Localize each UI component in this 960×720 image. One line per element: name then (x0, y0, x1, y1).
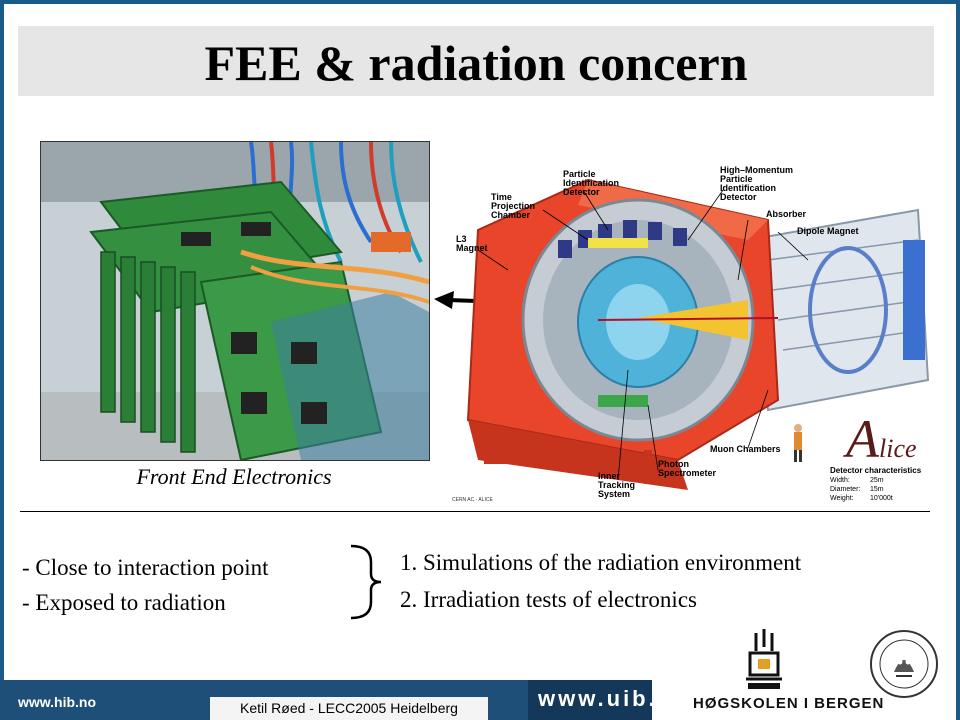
bullet-item: - Exposed to radiation (22, 590, 226, 615)
label-absorber: Absorber (766, 209, 807, 219)
characteristic-diameter: Diameter: 15m (830, 486, 940, 493)
footer-hib-link[interactable]: www.hib.no (18, 694, 97, 710)
footer-bar-dark (528, 680, 652, 720)
fee-photo-illustration (41, 142, 429, 460)
footer-author: Ketil Røed - LECC2005 Heidelberg (210, 697, 488, 720)
uib-seal-icon (870, 630, 938, 698)
characteristic-label: Diameter: (830, 486, 861, 493)
numbered-item: 1. Simulations of the radiation environm… (400, 550, 802, 575)
alice-detector-illustration (466, 178, 930, 490)
brace-icon (350, 544, 382, 620)
characteristic-weight: Weight: 10'000t (830, 495, 940, 502)
label-particle-identification-detector: Particle Identification Detector (563, 169, 619, 197)
slide-title: FEE & radiation concern (204, 35, 748, 91)
detector-characteristics-title: Detector characteristics (830, 466, 922, 475)
label-time-projection-chamber: Time Projection Chamber (491, 192, 536, 220)
alice-logo: Alice (846, 412, 917, 466)
characteristic-value: 15m (870, 486, 884, 493)
diagram-credit: CERN AC - ALICE (452, 497, 493, 503)
label-muon-chambers: Muon Chambers (710, 444, 781, 454)
bullet-item: - Close to interaction point (22, 555, 269, 580)
footer: www.hib.no Ketil Røed - LECC2005 Heidelb… (0, 680, 960, 720)
fee-photo (40, 141, 430, 461)
characteristic-value: 25m (870, 477, 884, 484)
characteristic-label: Weight: (830, 495, 854, 502)
characteristic-width: Width: 25m (830, 477, 940, 484)
numbered-item: 2. Irradiation tests of electronics (400, 587, 697, 612)
title-bar: FEE & radiation concern (18, 26, 934, 96)
characteristic-value: 10'000t (870, 495, 893, 502)
alice-logo-rest: lice (879, 434, 917, 463)
hib-logo-icon (746, 629, 782, 689)
label-l3-magnet: L3 Magnet (456, 234, 488, 253)
fee-photo-caption: Front End Electronics (136, 464, 332, 489)
label-photon-spectrometer: Photon Spectrometer (658, 459, 717, 478)
footer-uib-link[interactable]: www.uib.no (538, 686, 691, 711)
label-dipole-magnet: Dipole Magnet (797, 226, 859, 236)
alice-detector-diagram: Time Projection Chamber Particle Identif… (448, 150, 938, 510)
label-high-momentum-pid: High–Momentum Particle Identification De… (720, 165, 793, 202)
label-inner-tracking-system: Inner Tracking System (598, 471, 636, 499)
characteristic-label: Width: (830, 477, 850, 484)
section-divider (20, 511, 930, 512)
alice-logo-initial: A (846, 409, 879, 469)
institution-name: HØGSKOLEN I BERGEN (693, 695, 885, 712)
